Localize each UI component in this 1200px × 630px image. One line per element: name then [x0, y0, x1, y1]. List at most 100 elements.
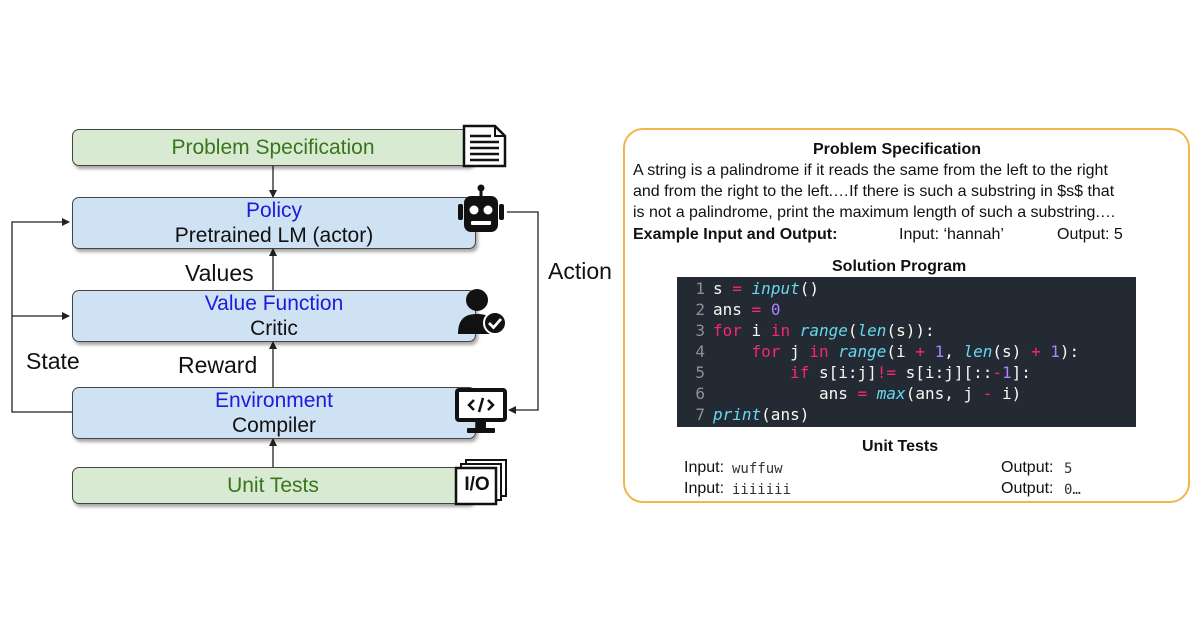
state-label: State: [26, 348, 80, 374]
code-token: [925, 342, 935, 361]
test-output-value: 0…: [1064, 482, 1081, 498]
environment-title: Environment: [215, 389, 333, 412]
problem-spec-label: Problem Specification: [171, 136, 375, 159]
robot-icon: [458, 184, 504, 232]
code-token: [829, 342, 839, 361]
test-output-label: Output:: [1001, 480, 1054, 497]
code-line: 2 ans = 0: [677, 299, 1136, 320]
code-token: (ans, j: [905, 384, 983, 403]
code-line: 5 if s[i:j]!= s[i:j][::-1]:: [677, 362, 1136, 383]
code-token: [790, 321, 800, 340]
code-token: j: [780, 342, 810, 361]
code-token: s[i:j][::: [896, 363, 993, 382]
code-token: in: [809, 342, 829, 361]
code-token: [713, 363, 790, 382]
code-token: i: [741, 321, 771, 340]
io-files-icon: I/O: [452, 458, 510, 508]
code-line-number: 3: [695, 321, 705, 340]
code-token: s[i:j]: [809, 363, 877, 382]
code-token: (i: [886, 342, 916, 361]
test-row: Input: wuffuw Output: 5: [684, 459, 1134, 479]
code-token: [761, 300, 771, 319]
code-token: ]:: [1011, 363, 1031, 382]
code-token: (: [847, 321, 858, 340]
code-line-number: 7: [695, 405, 705, 424]
unit-tests-box: Unit Tests: [72, 467, 474, 504]
code-token: 1: [1050, 342, 1060, 361]
code-token: (ans): [761, 405, 810, 424]
example-label: Example Input and Output:: [633, 226, 838, 243]
code-line: 4 for j in range(i + 1, len(s) + 1):: [677, 341, 1136, 362]
example-output: Output: 5: [1057, 226, 1123, 243]
code-line: 6 ans = max(ans, j - i): [677, 383, 1136, 404]
policy-title: Policy: [245, 199, 303, 222]
code-token: max: [876, 384, 906, 403]
code-token: for: [751, 342, 781, 361]
code-token: input: [751, 279, 800, 298]
unit-tests-label: Unit Tests: [227, 474, 319, 497]
test-row: Input: iiiiiii Output: 0…: [684, 480, 1134, 500]
user-check-icon: [458, 289, 507, 335]
action-label: Action: [548, 258, 612, 284]
code-token: 0: [770, 300, 781, 319]
code-token: 1: [934, 342, 945, 361]
code-token: ):: [1059, 342, 1080, 361]
code-token: =: [751, 300, 762, 319]
test-input-label: Input:: [684, 480, 725, 497]
code-token: (s)):: [886, 321, 935, 340]
document-icon: [462, 124, 507, 168]
code-token: for: [713, 321, 742, 340]
code-token: [713, 342, 752, 361]
environment-box: Environment Compiler: [72, 387, 476, 439]
code-token: !=: [876, 363, 897, 382]
value-function-subtitle: Critic: [250, 317, 298, 340]
action-line: [507, 211, 539, 414]
code-token: [1041, 342, 1051, 361]
problem-line-1: A string is a palindrome if it reads the…: [633, 162, 1108, 179]
code-token: +: [915, 342, 925, 361]
solution-title: Solution Program: [832, 258, 967, 275]
code-token: [867, 384, 877, 403]
code-token: 1: [1002, 363, 1012, 382]
example-input: Input: ‘hannah’: [899, 226, 1004, 243]
code-token: i): [992, 384, 1022, 403]
code-line-number: 5: [695, 363, 705, 382]
code-line-number: 1: [695, 279, 705, 298]
code-token: range: [838, 342, 887, 361]
code-token: s: [713, 279, 733, 298]
policy-box: Policy Pretrained LM (actor): [72, 197, 476, 249]
code-token: =: [857, 384, 868, 403]
unit-tests-title: Unit Tests: [862, 438, 939, 455]
test-input-value: wuffuw: [732, 461, 783, 477]
code-token: len: [857, 321, 887, 340]
reward-label: Reward: [178, 352, 258, 378]
diagram-connectors: [11, 166, 539, 467]
code-token: print: [713, 405, 762, 424]
code-token: ans: [713, 384, 858, 403]
policy-subtitle: Pretrained LM (actor): [174, 224, 374, 247]
value-function-box: Value Function Critic: [72, 290, 476, 342]
problem-spec-box: Problem Specification: [72, 129, 474, 166]
value-function-title: Value Function: [204, 292, 344, 315]
monitor-code-icon: [455, 388, 507, 433]
test-input-value: iiiiiii: [732, 482, 792, 498]
code-token: -: [982, 384, 993, 403]
code-line-number: 2: [695, 300, 705, 319]
code-token: ans: [713, 300, 752, 319]
values-label: Values: [185, 260, 254, 286]
test-input-label: Input:: [684, 459, 725, 476]
code-line-number: 6: [695, 384, 705, 403]
problem-line-3: is not a palindrome, print the maximum l…: [633, 204, 1116, 221]
test-output-label: Output:: [1001, 459, 1054, 476]
code-line-number: 4: [695, 342, 705, 361]
code-token: if: [790, 363, 810, 382]
code-token: ,: [944, 342, 964, 361]
code-token: (s): [992, 342, 1031, 361]
test-output-value: 5: [1064, 461, 1073, 477]
state-line: [11, 218, 72, 413]
code-line: 7 print(ans): [677, 404, 1136, 425]
code-token: range: [799, 321, 848, 340]
